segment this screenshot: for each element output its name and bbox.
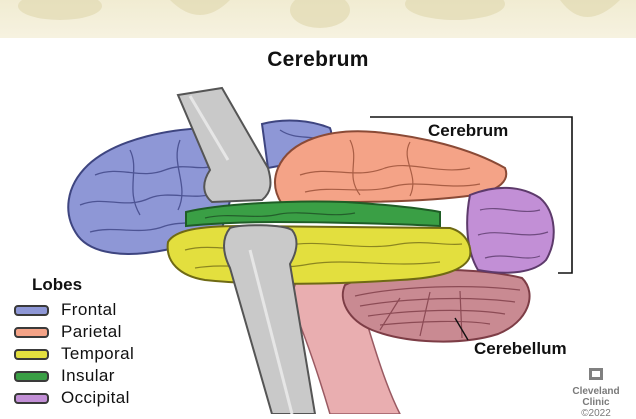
- cerebellum-label: Cerebellum: [474, 339, 567, 359]
- cleveland-clinic-logo-icon: [589, 368, 603, 380]
- legend-swatch: [14, 393, 49, 404]
- legend-label: Temporal: [61, 344, 134, 364]
- legend-title: Lobes: [32, 275, 134, 295]
- legend-item-frontal: Frontal: [14, 299, 134, 321]
- legend-label: Parietal: [61, 322, 122, 342]
- legend-label: Insular: [61, 366, 115, 386]
- legend-item-insular: Insular: [14, 365, 134, 387]
- legend-swatch: [14, 305, 49, 316]
- legend-swatch: [14, 327, 49, 338]
- legend-label: Frontal: [61, 300, 117, 320]
- insular-lobe: [186, 201, 440, 226]
- legend-swatch: [14, 349, 49, 360]
- legend-item-occipital: Occipital: [14, 387, 134, 409]
- lobes-legend: Lobes Frontal Parietal Temporal Insular …: [14, 275, 134, 409]
- occipital-lobe: [467, 188, 554, 273]
- credit-org-line1: Cleveland: [560, 386, 632, 397]
- legend-item-temporal: Temporal: [14, 343, 134, 365]
- legend-swatch: [14, 371, 49, 382]
- parietal-lobe: [275, 131, 506, 204]
- cerebrum-label: Cerebrum: [428, 121, 508, 141]
- legend-item-parietal: Parietal: [14, 321, 134, 343]
- legend-label: Occipital: [61, 388, 130, 408]
- credit-org-line2: Clinic: [560, 397, 632, 408]
- temporal-lobe: [168, 226, 471, 284]
- cleveland-clinic-credit: Cleveland Clinic ©2022: [560, 368, 632, 419]
